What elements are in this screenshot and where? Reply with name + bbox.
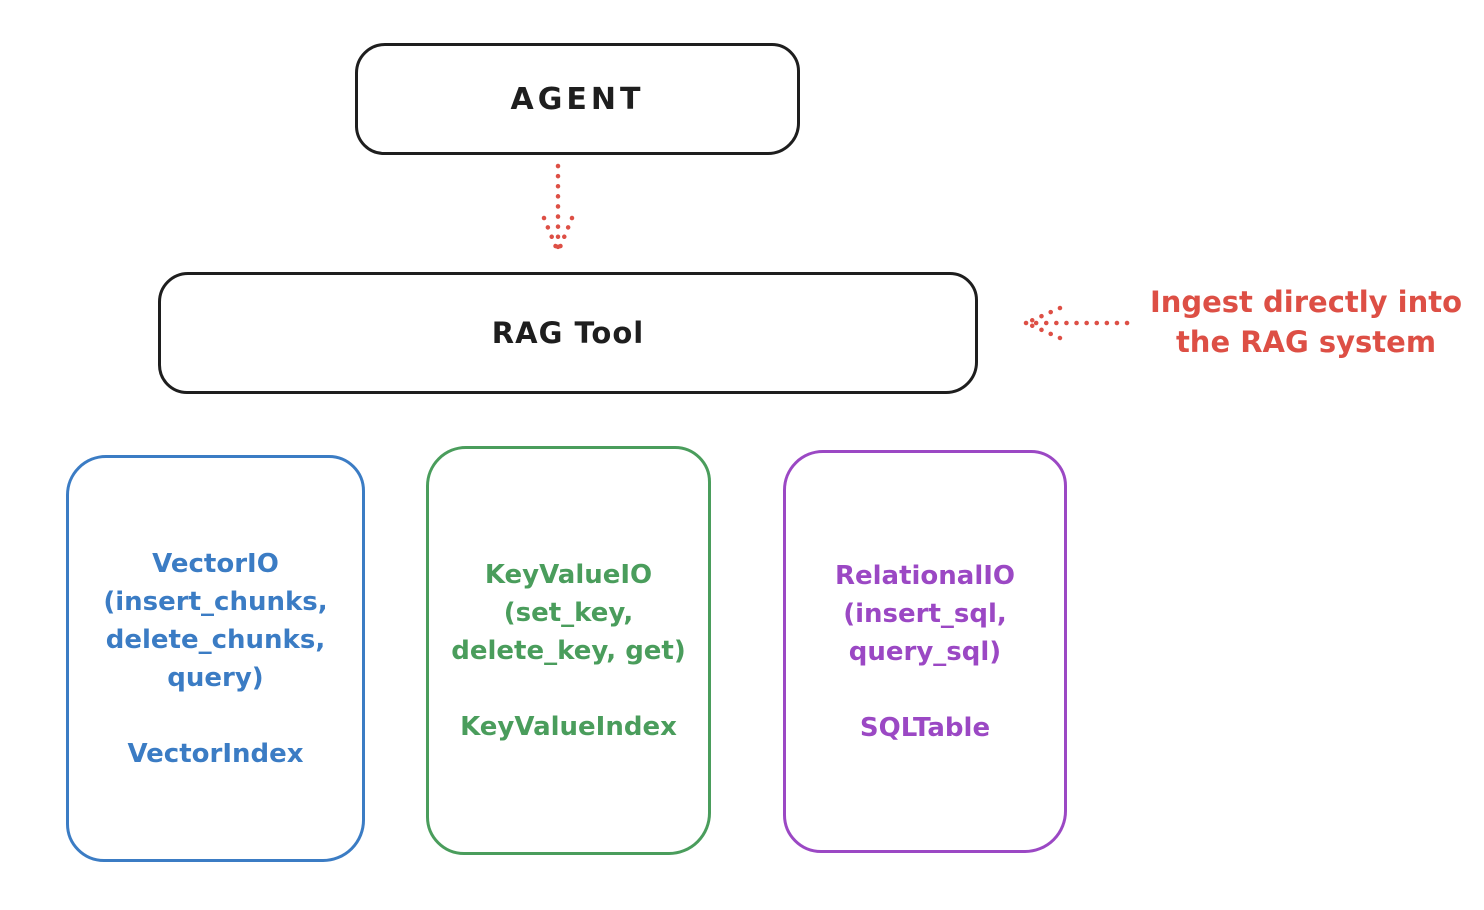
relational-io-card: RelationalIO (insert_sql, query_sql) SQL…	[783, 450, 1067, 853]
io-method-line: (insert_sql,	[843, 598, 1007, 629]
ingest-annotation-line1: Ingest directly into	[1149, 285, 1463, 319]
vector-index-label: VectorIndex	[127, 738, 304, 769]
rag-tool-label: RAG Tool	[491, 316, 645, 350]
ingest-arrow-icon	[1023, 305, 1131, 341]
io-method-line: delete_key, get)	[451, 635, 686, 666]
agent-to-rag-arrow-icon	[541, 163, 575, 255]
keyvalue-io-card: KeyValueIO (set_key, delete_key, get) Ke…	[426, 446, 711, 855]
io-method-line: (set_key,	[503, 597, 634, 628]
rag-tool-node: RAG Tool	[158, 272, 978, 394]
io-method-line: VectorIO	[152, 548, 279, 579]
ingest-annotation-line2: the RAG system	[1175, 325, 1437, 359]
agent-label: AGENT	[510, 81, 645, 117]
relational-io-methods: RelationalIO (insert_sql, query_sql)	[835, 557, 1015, 671]
io-method-line: RelationalIO	[834, 560, 1016, 591]
io-method-line: (insert_chunks,	[103, 586, 328, 617]
io-method-line: query)	[167, 662, 264, 693]
io-method-line: KeyValueIO	[484, 559, 653, 590]
keyvalue-io-methods: KeyValueIO (set_key, delete_key, get)	[451, 556, 686, 670]
agent-node: AGENT	[355, 43, 800, 155]
io-method-line: query_sql)	[848, 636, 1002, 667]
ingest-annotation: Ingest directly into the RAG system	[1138, 282, 1474, 362]
keyvalue-index-label: KeyValueIndex	[460, 711, 677, 742]
vector-io-methods: VectorIO (insert_chunks, delete_chunks, …	[103, 545, 327, 697]
vector-io-card: VectorIO (insert_chunks, delete_chunks, …	[66, 455, 365, 862]
io-method-line: delete_chunks,	[105, 624, 326, 655]
sql-table-label: SQLTable	[859, 712, 991, 743]
